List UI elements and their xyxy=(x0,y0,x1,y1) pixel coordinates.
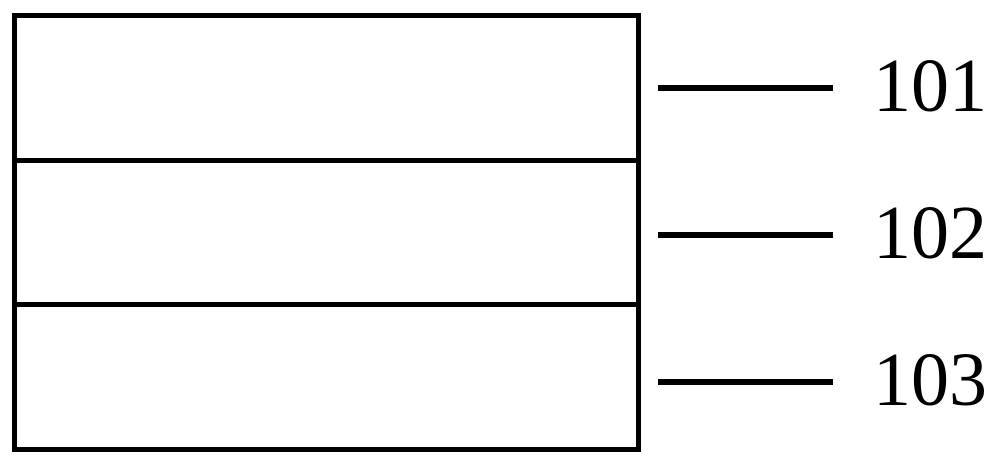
leader-line-102 xyxy=(658,232,833,238)
ref-label-101: 101 xyxy=(873,44,987,128)
layer-rect-101 xyxy=(17,18,636,163)
leader-line-101 xyxy=(658,85,833,91)
callout-103: 103 xyxy=(658,342,987,422)
layer-rect-103 xyxy=(17,307,636,448)
leader-line-103 xyxy=(658,379,833,385)
callout-102: 102 xyxy=(658,195,987,275)
ref-label-103: 103 xyxy=(873,338,987,422)
callout-101: 101 xyxy=(658,48,987,128)
layer-stack xyxy=(12,13,641,452)
layer-rect-102 xyxy=(17,162,636,308)
ref-label-102: 102 xyxy=(873,191,987,275)
